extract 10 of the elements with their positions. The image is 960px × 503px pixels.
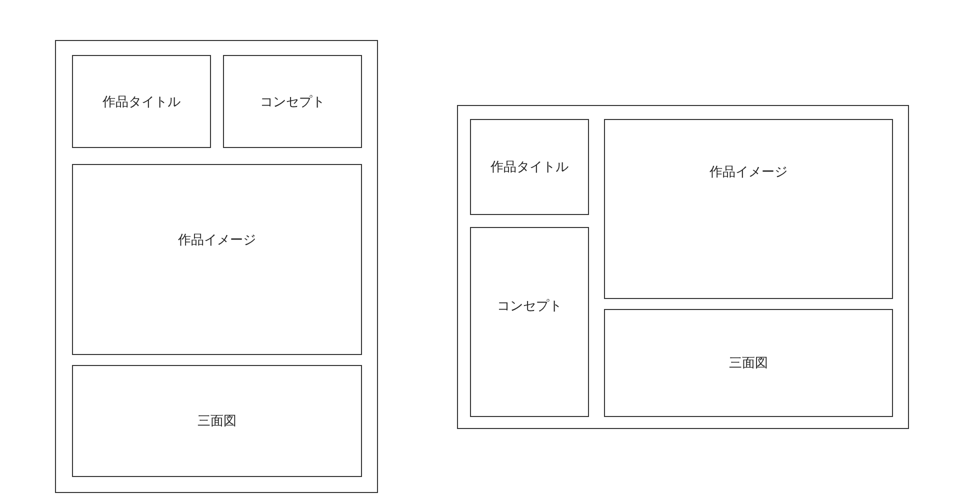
page-frame [457,105,909,429]
layout-box: コンセプト [223,55,362,148]
layout-box: コンセプト [470,227,589,417]
page-frame [55,40,378,493]
layout-box: 三面図 [72,365,362,477]
layout-box: 作品イメージ [604,119,893,299]
layout-box: 作品タイトル [470,119,589,215]
layout-box: 作品タイトル [72,55,211,148]
layout-box: 作品イメージ [72,164,362,355]
layout-box: 三面図 [604,309,893,417]
